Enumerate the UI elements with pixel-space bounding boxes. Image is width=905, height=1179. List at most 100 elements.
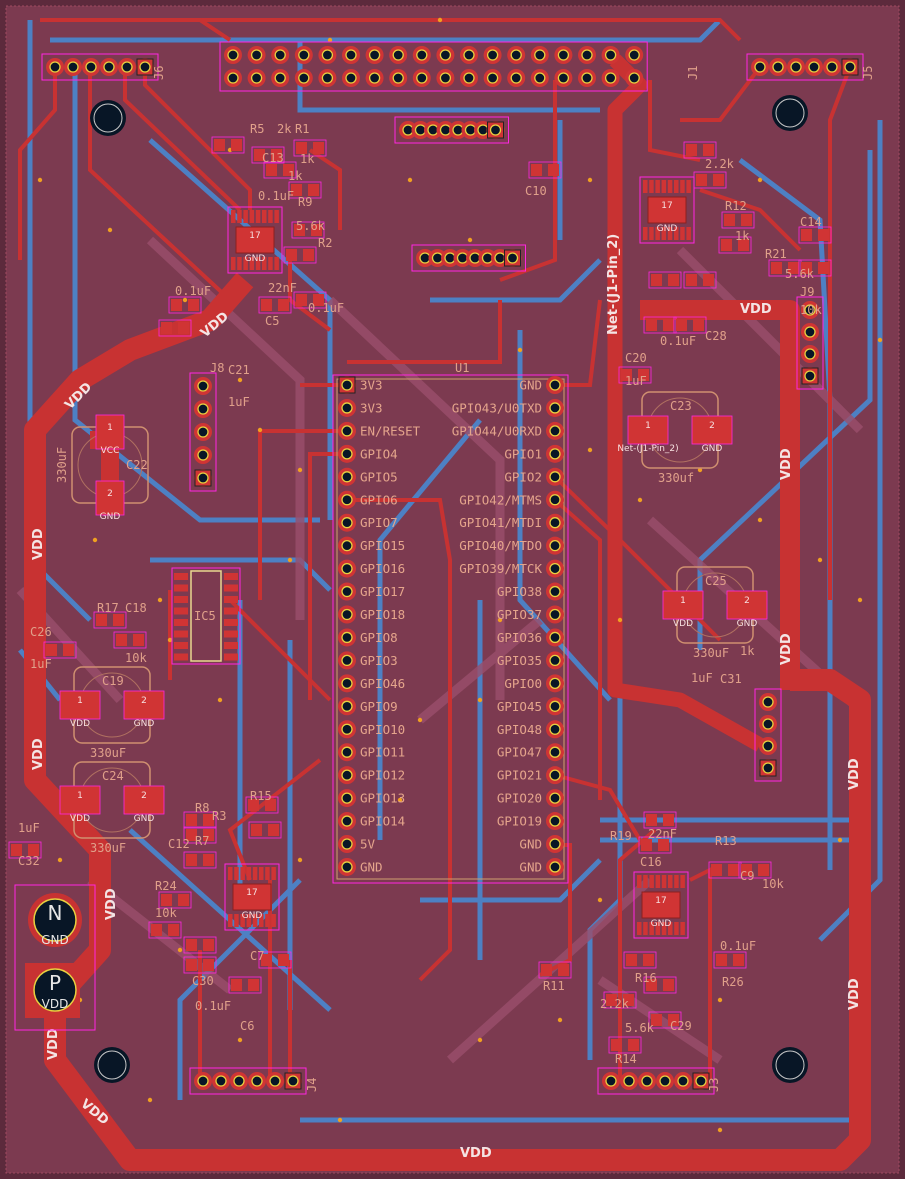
ic-pad-number: 17	[655, 896, 666, 906]
front-trace	[648, 80, 701, 162]
jack-pin-p: P	[49, 971, 61, 995]
vdd-net-label: VDD	[104, 888, 119, 920]
pin-hole	[486, 49, 499, 61]
component-label: C7	[250, 949, 264, 963]
smd-component	[183, 936, 217, 954]
component-label: C9	[740, 869, 754, 883]
pin-hole	[341, 562, 353, 575]
u1-left-pin-label: GPIO14	[360, 814, 405, 829]
vdd-net-label: VDD	[31, 738, 46, 770]
component-label: C6	[240, 1019, 254, 1033]
pin-hole	[197, 403, 209, 415]
pin-hole	[762, 762, 774, 774]
component-label: C28	[705, 329, 727, 343]
component-label: 1k	[300, 152, 315, 166]
component-label: R8	[195, 801, 209, 815]
cap-pad-number: 1	[645, 421, 651, 431]
via	[327, 37, 333, 43]
via	[157, 597, 163, 603]
power-jack: N GND P VDD	[14, 884, 96, 1031]
smd-component	[183, 956, 217, 974]
u1-right-pin-label: GPIO38	[497, 584, 542, 599]
front-trace	[499, 80, 557, 282]
pin-hole	[197, 426, 209, 438]
component-label: C10	[525, 184, 547, 198]
smd-component	[93, 611, 127, 629]
cap-value: 330uF	[693, 646, 729, 660]
u1-right-pin-label: GPIO35	[497, 653, 542, 668]
connector-j5-ref: J5	[861, 66, 875, 80]
front-trace	[699, 188, 802, 252]
pin-hole	[581, 49, 593, 61]
pin-hole	[549, 723, 561, 735]
via	[857, 597, 863, 603]
front-copper-traces	[18, 18, 852, 1080]
component-label: R7	[195, 834, 209, 848]
pin-hole	[506, 252, 519, 264]
u1-right-pin-label: GPIO21	[497, 768, 542, 783]
smd-component	[158, 891, 192, 909]
connector-j8: J8	[189, 361, 224, 492]
pin-hole	[439, 72, 452, 84]
component-label: R13	[715, 834, 737, 848]
ic-pad-net: GND	[651, 919, 672, 929]
component-label: C31	[720, 672, 742, 686]
vdd-net-label: VDD	[847, 758, 862, 790]
front-trace	[308, 148, 342, 230]
u1-right-pin-label: GPIO20	[497, 791, 542, 806]
pin-hole	[628, 72, 640, 84]
jack-pin-p-net: VDD	[42, 997, 69, 1011]
u1-left-pin-label: GPIO13	[360, 791, 405, 806]
via	[57, 857, 63, 863]
connector-j1: J1	[219, 41, 700, 92]
back-trace	[818, 120, 883, 942]
u1-right-pin-label: GPIO1	[504, 446, 542, 461]
u1-left-pin-label: 3V3	[360, 378, 383, 393]
pin-hole	[269, 1075, 281, 1087]
jack-pin-n-net: GND	[41, 933, 69, 947]
component-label: C29	[670, 1019, 692, 1033]
component-label: R3	[212, 809, 226, 823]
pin-hole	[341, 838, 353, 850]
smd-component	[528, 161, 562, 179]
pin-hole	[341, 425, 353, 437]
pin-hole	[762, 718, 774, 730]
back-trace	[430, 258, 602, 303]
component-label: 1uF	[30, 657, 52, 671]
mounting-hole-ring	[97, 1050, 127, 1080]
component-label: C16	[640, 855, 662, 869]
pin-hole	[549, 792, 561, 804]
via	[587, 177, 593, 183]
pin-hole	[341, 746, 353, 758]
smd-component	[168, 296, 202, 314]
pin-hole	[790, 61, 802, 73]
cap-pad-net: VCC	[101, 446, 120, 456]
pin-hole	[321, 72, 334, 84]
via	[497, 617, 503, 623]
cap-pad-net: Net-(J1-Pin_2)	[617, 444, 678, 454]
vdd-net-label: VDD	[740, 302, 772, 317]
smd-component	[148, 921, 182, 939]
pin-hole	[341, 723, 353, 735]
pin-hole	[439, 49, 452, 61]
pin-hole	[298, 72, 310, 84]
pin-hole	[368, 72, 381, 84]
via	[287, 557, 293, 563]
pin-hole	[197, 449, 209, 461]
ic-pad-net: GND	[245, 254, 266, 264]
pin-hole	[49, 61, 61, 73]
cap-pad-number: 2	[744, 596, 750, 606]
smd-component	[643, 976, 677, 994]
u1-left-pin-label: GPIO10	[360, 722, 405, 737]
component-label: 10k	[125, 651, 147, 665]
via	[147, 1097, 153, 1103]
component-label: 2k	[277, 122, 292, 136]
pin-hole	[557, 49, 570, 61]
pin-hole	[287, 1075, 299, 1087]
pin-hole	[121, 61, 133, 73]
mounting-hole	[94, 1047, 130, 1083]
